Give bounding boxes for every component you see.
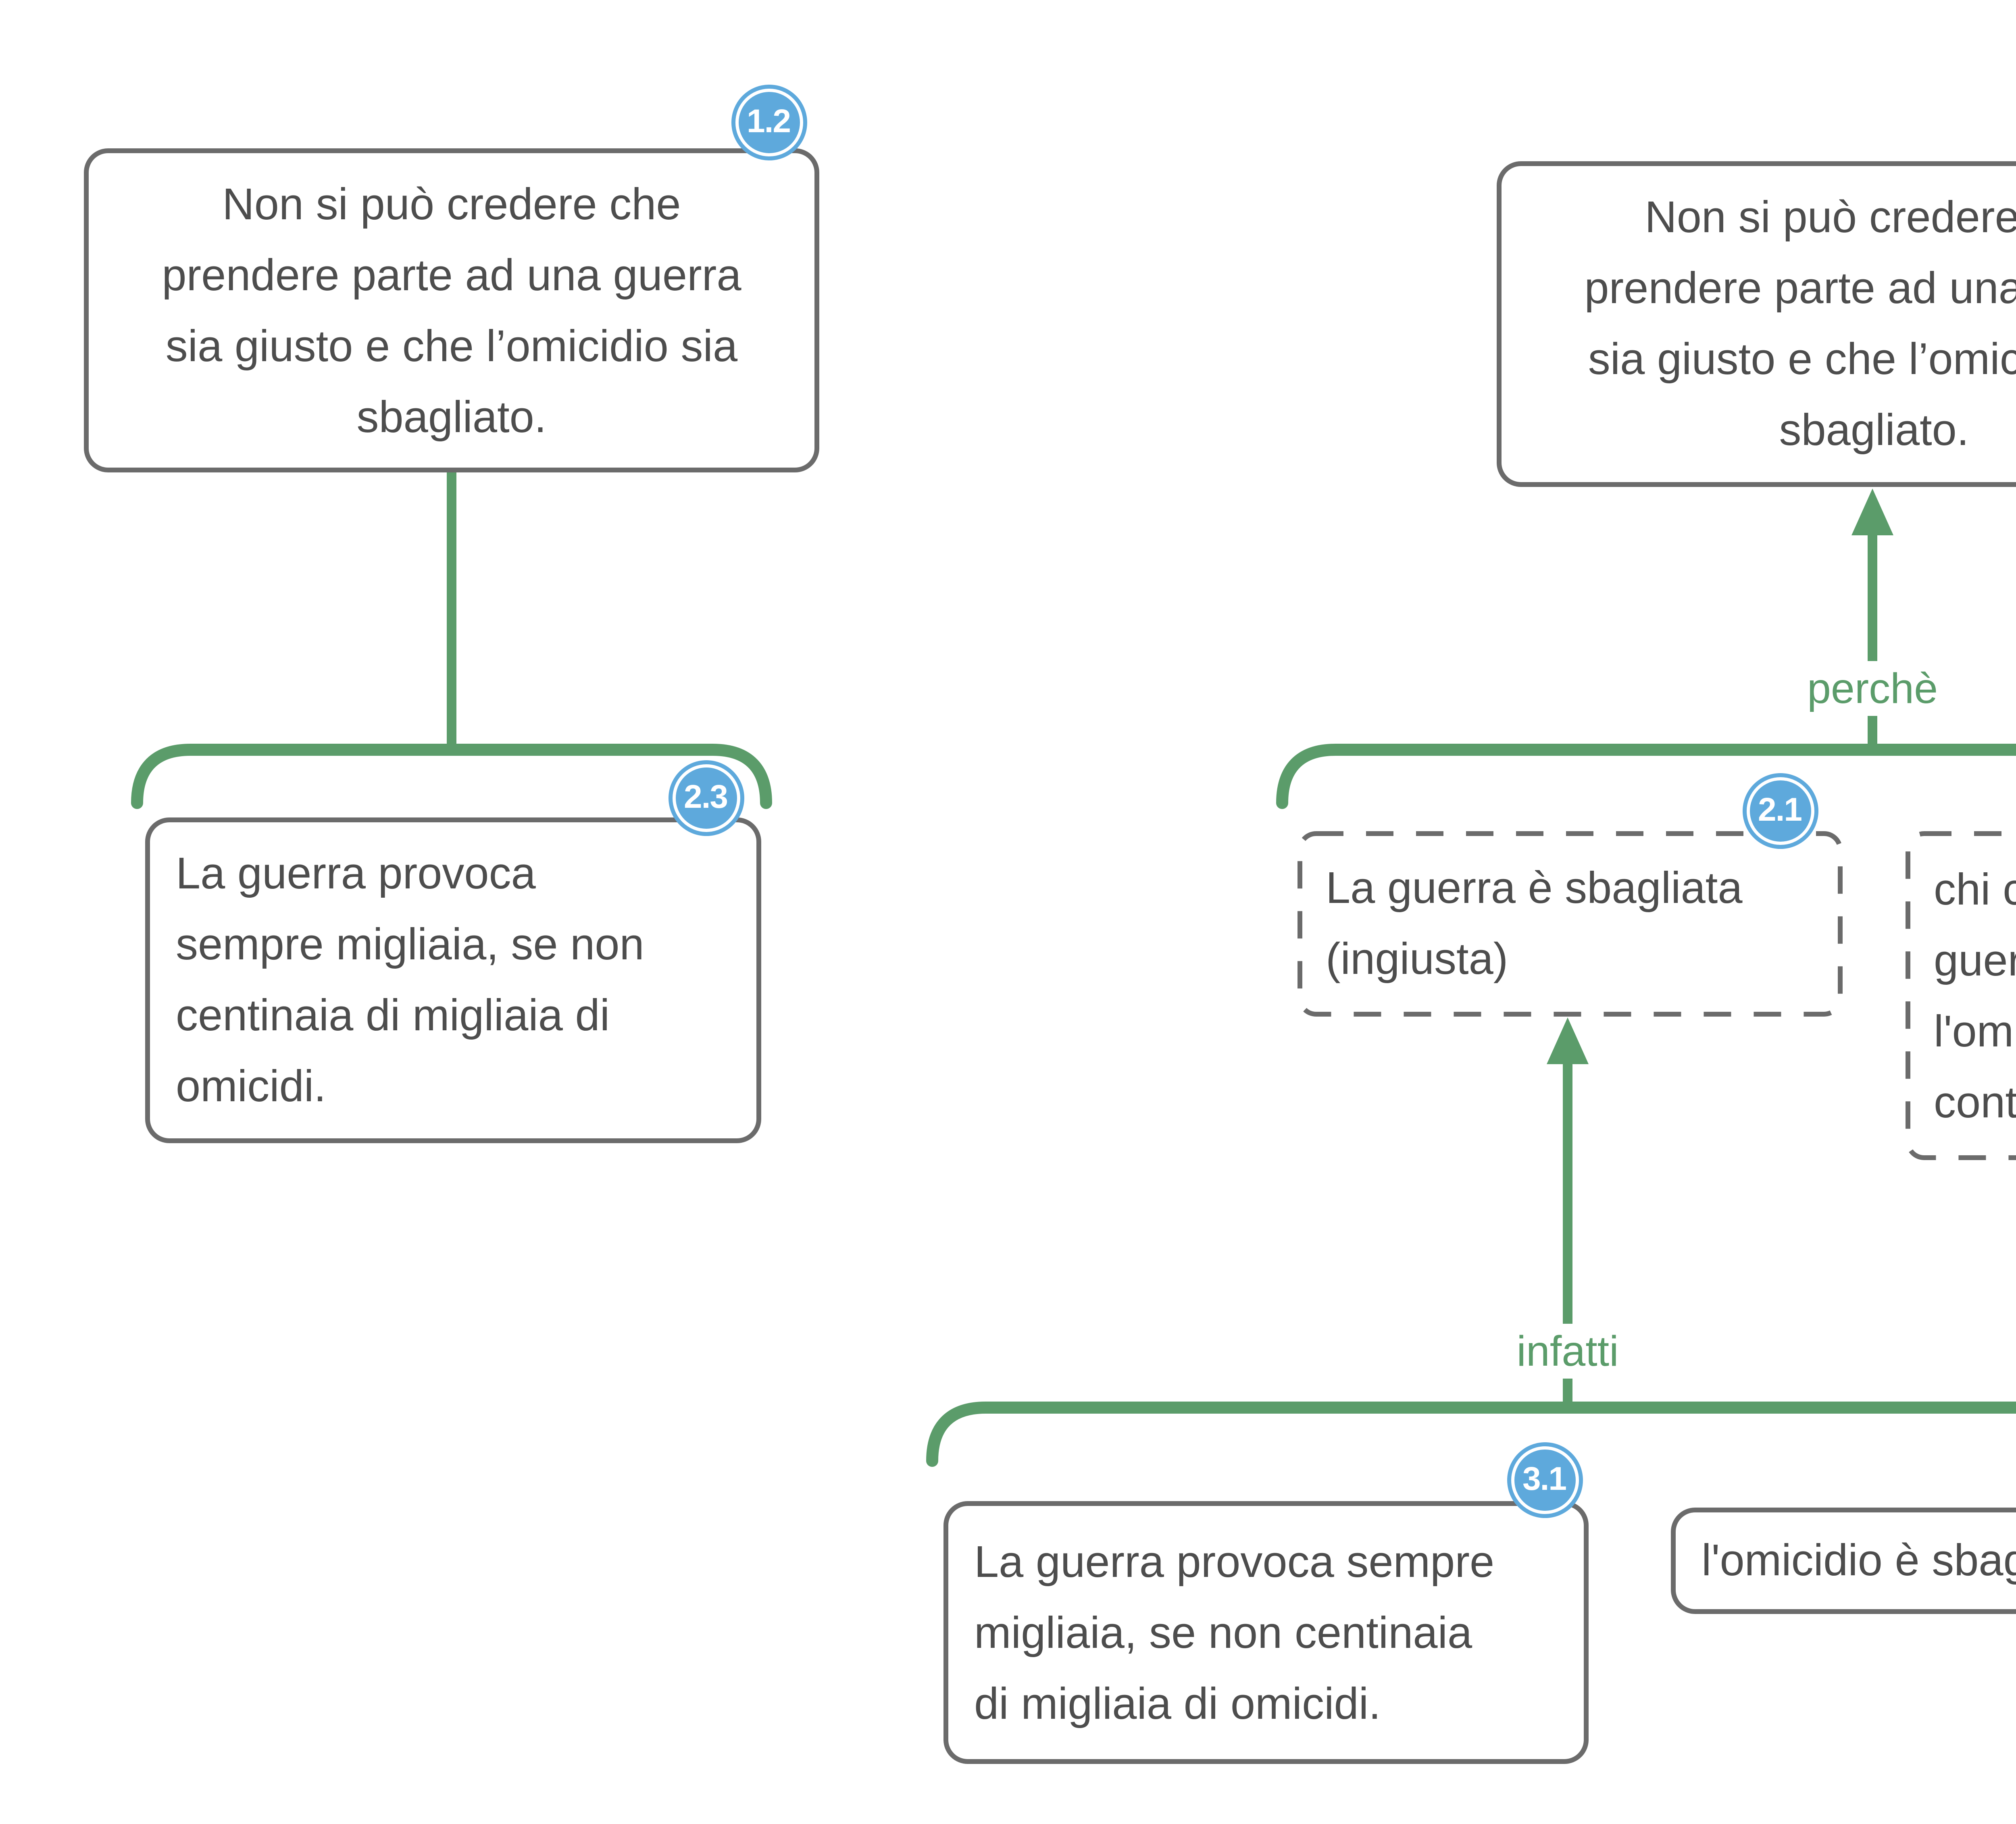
statement-box-2-1[interactable]: La guerra è sbagliata (ingiusta) (1300, 834, 1840, 1014)
statement-text-2-2: chi crede che la guerra è giusta e l'omi… (1934, 863, 2016, 1126)
statement-box-3-2[interactable]: l'omicidio è sbagliato (1671, 1508, 2016, 1614)
statement-box-2-2[interactable]: chi crede che la guerra è giusta e l'omi… (1908, 834, 2016, 1158)
statement-text-3-1: La guerra provoca sempre migliaia, se no… (974, 1536, 1495, 1728)
badge-2-3: 2.3 (672, 763, 739, 831)
edge-label-infatti: infatti (1500, 1324, 1635, 1379)
statement-text-1-2: Non si può credere che prendere parte ad… (162, 178, 741, 441)
dashed-box-2-2-outline (1906, 831, 2016, 1160)
statement-box-1-2[interactable]: Non si può credere che prendere parte ad… (84, 148, 819, 472)
dashed-box-2-1-outline (1297, 831, 1843, 1017)
badge-1-2: 1.2 (735, 88, 802, 156)
bracket-left (131, 744, 772, 809)
edge-label-perche: perchè (1791, 661, 1954, 716)
statement-box-3-1[interactable]: La guerra provoca sempre migliaia, se no… (943, 1501, 1589, 1764)
arrowhead-to-2-1 (1547, 1017, 1589, 1064)
statement-text-2-1: La guerra è sbagliata (ingiusta) (1326, 863, 1743, 984)
arrowhead-to-1-1 (1851, 489, 1893, 535)
bracket-right (1276, 744, 2016, 809)
statement-box-2-3[interactable]: La guerra provoca sempre migliaia, se no… (145, 817, 761, 1143)
bracket-bottom (926, 1402, 2016, 1467)
statement-box-1-1[interactable]: Non si può credere che prendere parte ad… (1497, 161, 2016, 487)
statement-text-2-3: La guerra provoca sempre migliaia, se no… (176, 848, 644, 1111)
statement-text-3-2: l'omicidio è sbagliato (1702, 1535, 2016, 1585)
badge-2-1: 2.1 (1746, 776, 1814, 844)
statement-text-1-1: Non si può credere che prendere parte ad… (1584, 192, 2016, 455)
badge-3-1: 3.1 (1510, 1445, 1578, 1513)
